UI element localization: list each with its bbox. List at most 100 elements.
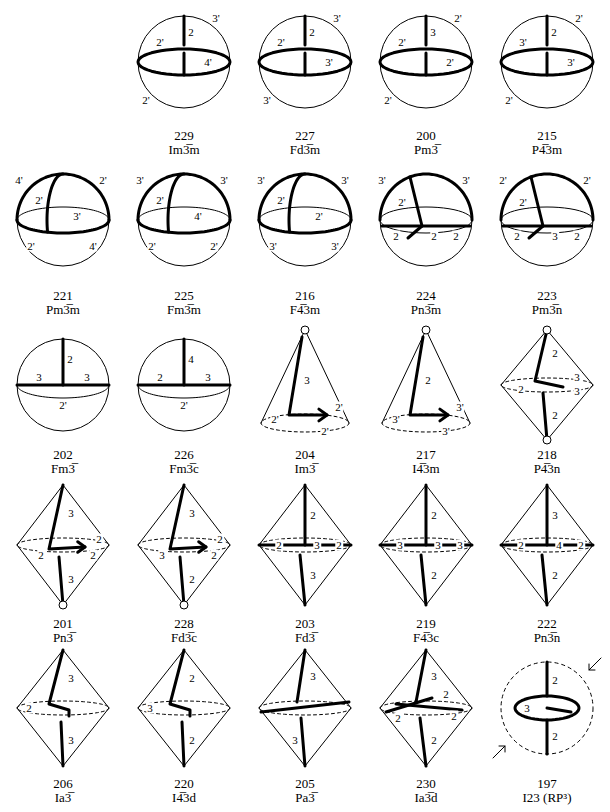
order-label: 2' [518, 197, 527, 208]
orbifold-stroke [420, 718, 426, 766]
order-label: 3' [441, 426, 450, 437]
orbifold-stroke [546, 53, 549, 75]
orbifold-stroke [138, 650, 230, 766]
group-symbol: Fm3̅c [169, 462, 199, 476]
orbifold-stroke [297, 650, 305, 702]
orbifold-stroke [304, 485, 307, 545]
outline-circle [259, 174, 351, 266]
orbifold-stroke [301, 718, 305, 766]
orbifold-stroke [138, 220, 230, 233]
orbifold-figure [17, 174, 109, 266]
orbifold-stroke [380, 207, 472, 233]
group-symbol: F4̅3m [290, 303, 320, 317]
group-number: 223 [537, 289, 557, 303]
group-number: 219 [416, 617, 436, 631]
orbifold-stroke [499, 746, 505, 752]
orbifold-stroke [138, 49, 230, 75]
order-label: 3' [340, 175, 349, 186]
orbifold-stroke [17, 650, 109, 766]
group-symbol: Fm3̅ [51, 462, 75, 476]
group-number: 229 [174, 129, 194, 143]
orbifold-stroke [289, 337, 327, 415]
order-label: 3 [396, 540, 404, 551]
outline-circle [138, 16, 230, 108]
order-label: 2' [179, 400, 188, 411]
orbifold-stroke [501, 330, 593, 440]
order-label: 3 [188, 508, 196, 519]
order-label: 2 [188, 735, 196, 746]
outline-circle [259, 16, 351, 108]
orbifold-stroke [529, 226, 543, 238]
orbifold-stroke [78, 542, 85, 553]
group-number: 228 [174, 617, 194, 631]
group-symbol: F4̅3c [413, 631, 439, 645]
orbifold-stroke [421, 555, 426, 605]
group-symbol: Pa3̅ [295, 791, 315, 805]
group-number: 220 [174, 777, 194, 791]
orbifold-figure [259, 485, 351, 605]
orbifold-figure [138, 485, 230, 609]
order-label: 2 [275, 540, 283, 551]
order-label: 3' [268, 241, 277, 252]
orbifold-stroke [259, 650, 351, 766]
outline-circle [138, 339, 230, 431]
group-symbol: Im3̅ [295, 462, 316, 476]
order-label: 4' [193, 211, 202, 222]
outline-circle [180, 601, 188, 609]
order-label: 3' [566, 57, 575, 68]
order-label: 2 [335, 540, 343, 551]
order-label: 2' [276, 195, 285, 206]
orbifold-stroke [289, 174, 305, 232]
order-label: 3 [67, 574, 75, 585]
orbifold-stroke [183, 339, 186, 385]
order-label: 2 [573, 231, 581, 242]
group-number: 206 [53, 777, 73, 791]
orbifold-stroke [546, 485, 549, 545]
orbifold-stroke [547, 708, 571, 712]
group-number: 202 [53, 448, 73, 462]
group-symbol: Fd3̅m [290, 143, 320, 157]
order-label: 2' [155, 195, 164, 206]
orbifold-stroke [501, 207, 593, 233]
order-label: 2 [37, 550, 45, 561]
orbifold-stroke [259, 485, 351, 605]
order-label: 2 [550, 27, 558, 38]
order-label: 2 [577, 540, 585, 551]
orbifold-stroke [410, 337, 448, 415]
orbifold-stroke [138, 485, 230, 605]
group-symbol: Fd3̅ [295, 631, 315, 645]
order-label: 2 [210, 550, 218, 561]
outline-circle [501, 174, 593, 266]
order-label: 2 [309, 510, 317, 521]
order-label: 2 [452, 231, 460, 242]
group-number: 225 [174, 289, 194, 303]
group-number: 200 [416, 129, 436, 143]
order-label: 2 [89, 550, 97, 561]
orbifold-stroke [531, 177, 543, 226]
order-label: 2 [392, 231, 400, 242]
orbifold-stroke [501, 174, 593, 220]
orbifold-stroke [535, 330, 563, 387]
order-label: 2' [504, 95, 513, 106]
order-label: 2 [430, 231, 438, 242]
outline-circle [380, 174, 472, 266]
order-label: 3 [67, 508, 75, 519]
orbifold-stroke [199, 542, 206, 553]
orbifold-figure [382, 326, 470, 432]
orbifold-stroke [259, 207, 351, 220]
orbifold-figure [259, 650, 351, 766]
group-number: 203 [295, 617, 315, 631]
order-label: 3' [332, 13, 341, 24]
orbifold-stroke [410, 177, 422, 226]
order-label: 2' [498, 175, 507, 186]
order-label: 2 [156, 372, 164, 383]
order-label: 3' [211, 13, 220, 24]
group-number: 230 [416, 777, 436, 791]
order-label: 2' [453, 13, 462, 24]
orbifold-stroke [47, 174, 63, 232]
order-label: 2' [141, 95, 150, 106]
orbifold-figure [501, 16, 593, 108]
order-label: 2 [66, 354, 74, 365]
orbifold-stroke [382, 225, 470, 228]
